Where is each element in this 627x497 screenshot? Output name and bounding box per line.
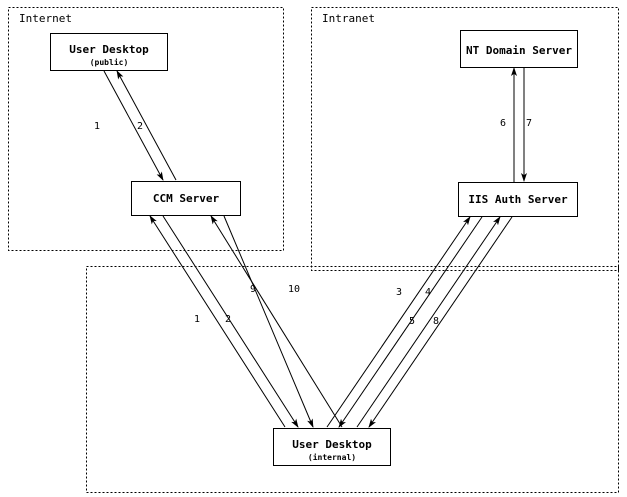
flow-group-internal-ccm-b [210, 215, 343, 428]
step-label-2b: 2 [225, 314, 231, 325]
node-box-user-desktop-internal[interactable] [273, 428, 391, 466]
step-label-5: 5 [409, 316, 415, 327]
zone-intranet-boundary [311, 7, 619, 271]
step-label-8: 8 [433, 316, 439, 327]
node-title-user-desktop-internal: User Desktop [292, 438, 372, 451]
step-label-10: 10 [288, 284, 300, 295]
flow-line-2b [162, 215, 299, 428]
zone-intranet-label: Intranet [322, 12, 375, 25]
flow-group-internal-ccm-a [149, 215, 299, 428]
flow-line-2 [116, 70, 177, 181]
flow-group-internal-iis-a [326, 216, 483, 428]
flow-line-10 [223, 215, 314, 428]
node-nt-domain-server[interactable]: NT Domain Server [460, 30, 578, 68]
step-label-4: 4 [425, 287, 431, 298]
flow-line-1 [103, 70, 164, 181]
node-subtitle-user-desktop-internal: (internal) [308, 452, 356, 462]
node-user-desktop-public[interactable]: User Desktop (public) [50, 33, 168, 71]
flow-line-1b [149, 215, 286, 428]
node-box-user-desktop-public[interactable] [50, 33, 168, 71]
step-label-6: 6 [500, 118, 506, 129]
zone-internal-boundary [86, 266, 619, 493]
flow-group-iis-nt [511, 67, 527, 182]
step-label-7: 7 [526, 118, 532, 129]
zone-internet-boundary [8, 7, 284, 251]
flow-group-public-ccm [103, 70, 177, 181]
node-title-nt-domain-server: NT Domain Server [466, 44, 572, 57]
node-box-nt-domain-server[interactable] [460, 30, 578, 68]
node-title-user-desktop-public: User Desktop [69, 43, 149, 56]
node-ccm-server[interactable]: CCM Server [131, 181, 241, 216]
flow-line-8 [368, 216, 513, 428]
flow-line-9 [210, 215, 343, 428]
node-title-ccm-server: CCM Server [153, 192, 220, 205]
step-label-3: 3 [396, 287, 402, 298]
flow-line-5 [356, 216, 501, 428]
node-title-iis-auth-server: IIS Auth Server [468, 193, 568, 206]
flow-group-internal-iis-b [356, 216, 513, 428]
step-label-9: 9 [250, 284, 256, 295]
step-label-2: 2 [137, 121, 143, 132]
step-label-1: 1 [94, 121, 100, 132]
flow-line-4 [338, 216, 483, 428]
flow-line-3 [326, 216, 471, 428]
node-iis-auth-server[interactable]: IIS Auth Server [458, 182, 578, 217]
node-subtitle-user-desktop-public: (public) [90, 57, 129, 67]
node-box-ccm-server[interactable] [131, 181, 241, 216]
zone-internet-label: Internet [19, 12, 72, 25]
node-box-iis-auth-server[interactable] [458, 182, 578, 217]
node-user-desktop-internal[interactable]: User Desktop (internal) [273, 428, 391, 466]
step-label-1b: 1 [194, 314, 200, 325]
